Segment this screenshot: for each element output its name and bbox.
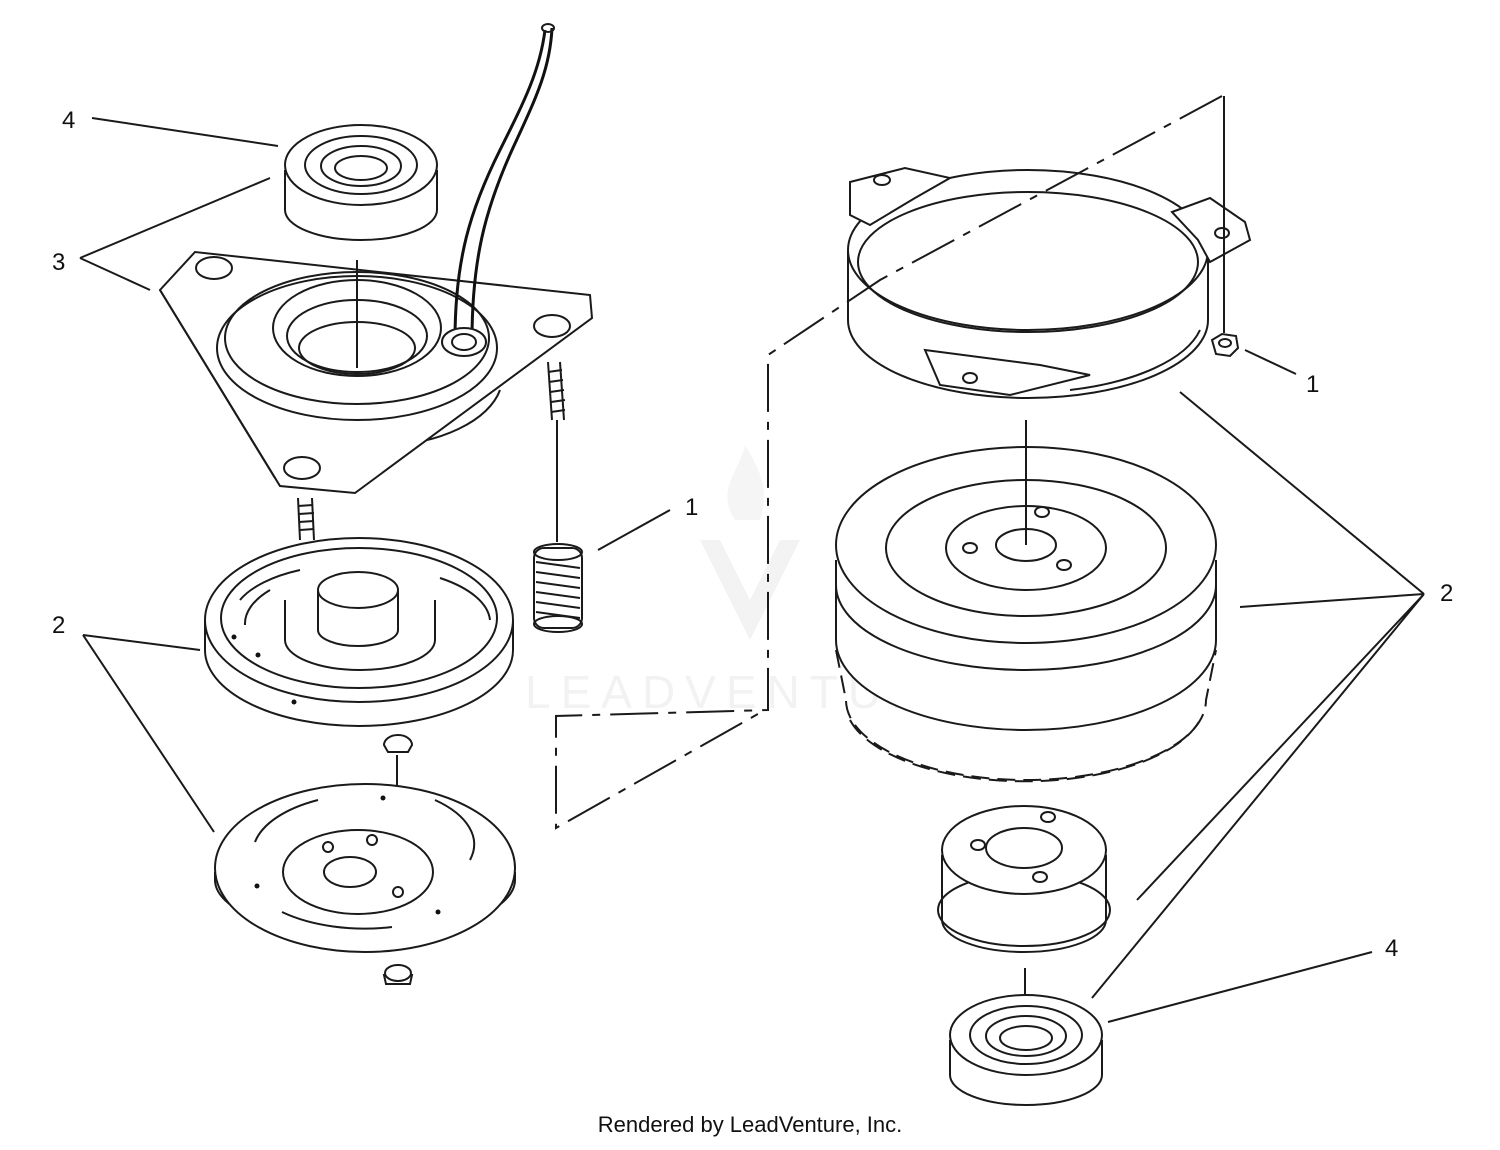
leader-1-nut bbox=[1244, 349, 1297, 375]
leader-3 bbox=[79, 177, 271, 291]
callout-3: 3 bbox=[52, 249, 65, 276]
hub bbox=[937, 805, 1111, 953]
centerline-right bbox=[555, 95, 1223, 830]
brake-ring bbox=[847, 166, 1252, 399]
leader-4-top bbox=[91, 117, 279, 147]
bearing-bottom-right bbox=[949, 994, 1103, 1106]
render-credit: Rendered by LeadVenture, Inc. bbox=[597, 1112, 903, 1137]
nut bbox=[1210, 332, 1240, 358]
leader-2-right bbox=[1091, 391, 1425, 999]
callout-2-left: 2 bbox=[52, 612, 65, 639]
armature-plate bbox=[214, 783, 516, 953]
callout-1-nut: 1 bbox=[1306, 371, 1319, 398]
leader-2-left bbox=[82, 634, 215, 833]
spring bbox=[533, 543, 583, 633]
bottom-rivet bbox=[382, 964, 414, 985]
callout-1-spring: 1 bbox=[685, 494, 698, 521]
rivet bbox=[382, 734, 414, 753]
leader-1-spring bbox=[597, 509, 671, 551]
callout-4-bottom: 4 bbox=[1385, 935, 1398, 962]
rotor-left bbox=[204, 537, 514, 727]
leader-4-bottom bbox=[1107, 951, 1373, 1023]
bearing-top-left bbox=[284, 124, 438, 241]
callout-2-right: 2 bbox=[1440, 580, 1453, 607]
callout-4-top: 4 bbox=[62, 107, 75, 134]
field-coil-housing bbox=[158, 23, 594, 541]
